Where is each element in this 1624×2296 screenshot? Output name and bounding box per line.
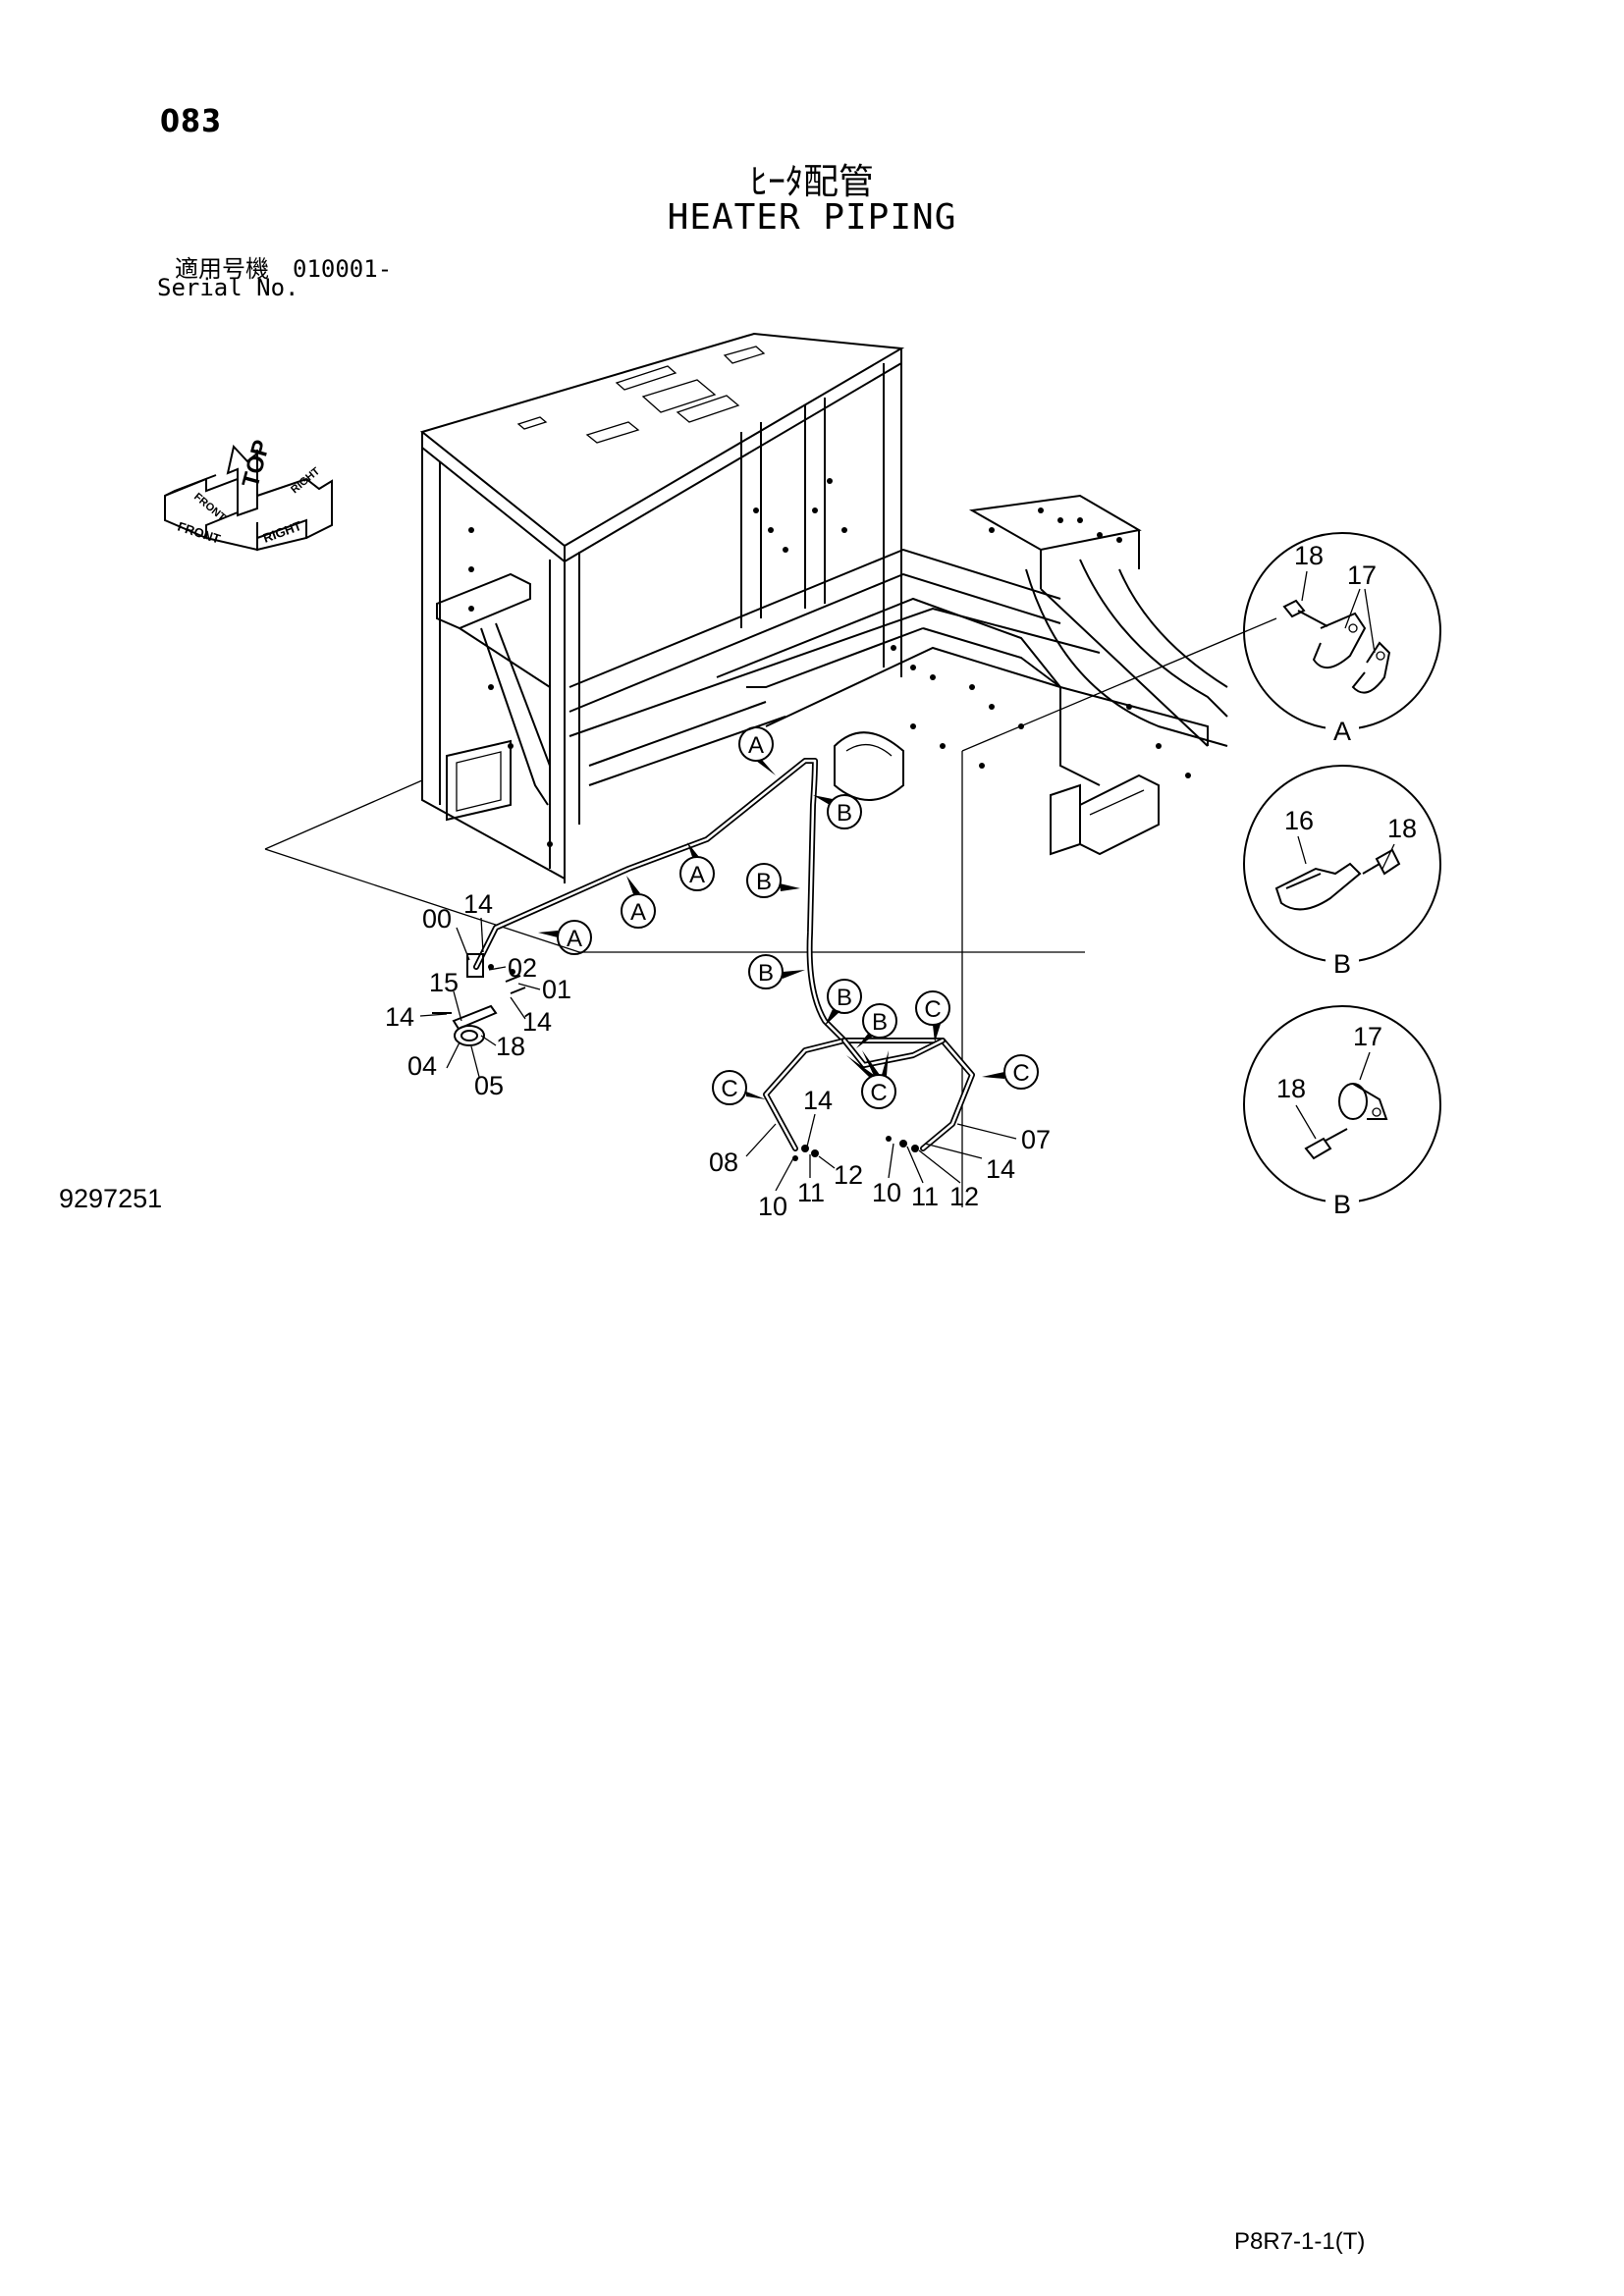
bolt-holes — [468, 478, 1191, 847]
svg-text:C: C — [870, 1080, 887, 1106]
detail-part: 18 — [1294, 541, 1324, 570]
callout-18: 18 — [496, 1032, 525, 1061]
serial-label-jp: 適用号機 010001- — [175, 255, 393, 283]
svg-text:B: B — [758, 960, 774, 987]
detail-label: A — [1333, 717, 1351, 746]
clamp-marker-a: A — [621, 876, 656, 929]
clamp-markers: A A A A B B B B B C — [538, 726, 1039, 1109]
svg-text:A: A — [689, 862, 705, 888]
clamp-marker-a: A — [538, 920, 592, 955]
svg-text:B: B — [756, 869, 772, 895]
svg-text:B: B — [837, 800, 852, 827]
page-number: 083 — [160, 102, 223, 139]
clamp-marker-b: B — [746, 863, 800, 898]
clamp-marker-c: C — [915, 990, 950, 1042]
callout-12: 12 — [834, 1160, 863, 1190]
svg-text:A: A — [748, 732, 764, 759]
clamp-marker-b: B — [856, 1003, 897, 1048]
clamp-marker-c: C — [982, 1054, 1039, 1090]
callout-11: 11 — [911, 1182, 939, 1211]
clamp-marker-a: A — [679, 842, 715, 891]
clamp-marker-b: B — [813, 794, 862, 829]
page-title-jp: ﾋｰﾀ配管 — [749, 162, 874, 202]
callout-14: 14 — [522, 1007, 552, 1037]
svg-text:C: C — [924, 996, 941, 1023]
svg-text:A: A — [567, 926, 582, 952]
direction-right-label: RIGHT — [261, 518, 303, 546]
clamp-marker-a: A — [738, 726, 776, 775]
callout-00: 00 — [422, 904, 452, 934]
callout-07: 07 — [1021, 1125, 1051, 1154]
svg-text:B: B — [872, 1009, 888, 1036]
direction-right-back-label: RIGHT — [289, 465, 322, 496]
callout-08: 08 — [709, 1148, 738, 1177]
detail-label: B — [1333, 1190, 1351, 1219]
detail-part: 18 — [1276, 1074, 1306, 1103]
callout-02: 02 — [508, 953, 537, 983]
callout-14: 14 — [463, 889, 493, 919]
detail-view-b: B 17 18 — [1243, 1005, 1441, 1219]
direction-front-label: FRONT — [176, 519, 222, 547]
heater-valve-assembly — [432, 953, 526, 1046]
detail-part: 17 — [1353, 1022, 1382, 1051]
drawing-number: 9297251 — [59, 1184, 163, 1213]
direction-indicator-icon: TOP FRONT RIGHT FRONT RIGHT — [164, 437, 333, 552]
part-callouts: 00 14 02 01 15 14 14 18 04 05 14 08 07 1… — [385, 889, 1051, 1221]
page-code: P8R7-1-1(T) — [1234, 2228, 1366, 2255]
detail-part: 16 — [1284, 806, 1314, 835]
callout-01: 01 — [542, 975, 571, 1004]
detail-view-a: A 18 17 — [1243, 532, 1441, 746]
svg-text:C: C — [1012, 1060, 1029, 1087]
clamp-marker-c: C — [712, 1070, 766, 1105]
callout-14: 14 — [385, 1002, 414, 1032]
detail-view-b: B 16 18 — [1243, 765, 1441, 979]
callout-14: 14 — [986, 1154, 1015, 1184]
page-title: HEATER PIPING — [667, 197, 957, 238]
callout-14: 14 — [803, 1086, 833, 1115]
direction-top-label: TOP — [238, 437, 276, 490]
svg-text:A: A — [630, 899, 646, 926]
clamp-marker-b: B — [748, 954, 805, 989]
heater-pipe — [473, 758, 975, 1151]
callout-04: 04 — [407, 1051, 437, 1081]
callout-10: 10 — [872, 1178, 901, 1207]
clamp-marker-b: B — [825, 979, 862, 1026]
detail-label: B — [1333, 949, 1351, 979]
detail-part: 17 — [1347, 561, 1377, 590]
reference-lines — [264, 617, 1277, 1207]
callout-12: 12 — [949, 1182, 979, 1211]
serial-label: Serial No. — [157, 274, 299, 301]
hose-clamps — [792, 1136, 919, 1161]
clamp-marker-c: C — [846, 1050, 896, 1109]
callout-11: 11 — [797, 1178, 825, 1207]
svg-text:B: B — [837, 985, 852, 1011]
callout-10: 10 — [758, 1192, 787, 1221]
cab-frame — [419, 332, 1228, 883]
detail-part: 18 — [1387, 814, 1417, 843]
direction-front-back-label: FRONT — [191, 491, 228, 524]
svg-text:C: C — [721, 1076, 737, 1102]
